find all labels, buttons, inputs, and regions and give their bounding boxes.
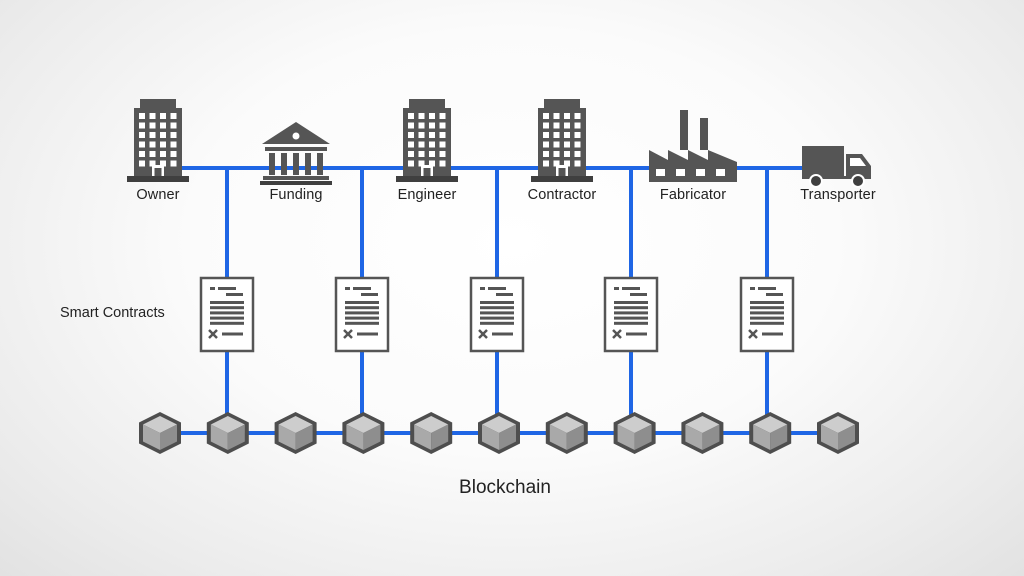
smart-contracts: [199, 276, 795, 353]
bank-icon-funding: [260, 122, 332, 185]
block-cube-icon-6: [478, 412, 520, 454]
blockchain-label: Blockchain: [459, 477, 551, 498]
participant-label-funding: Funding: [269, 187, 323, 203]
participant-label-engineer: Engineer: [397, 187, 457, 203]
participant-icons: [127, 99, 871, 188]
block-cube-icon-11: [817, 412, 859, 454]
office-building-icon-contractor: [531, 99, 593, 182]
contract-document-icon-4: [603, 276, 659, 353]
office-building-icon-engineer: [396, 99, 458, 182]
participant-label-contractor: Contractor: [527, 187, 597, 203]
office-building-icon-owner: [127, 99, 189, 182]
block-cube-icon-2: [206, 412, 249, 454]
participant-label-fabricator: Fabricator: [659, 187, 727, 203]
block-cube-icon-9: [681, 412, 724, 454]
block-cube-icon-8: [613, 412, 656, 454]
factory-icon-fabricator: [649, 110, 737, 182]
block-cube-icon-3: [274, 412, 317, 454]
contract-document-icon-2: [334, 276, 390, 353]
block-cube-icon-1: [139, 412, 181, 454]
contract-document-icon-1: [199, 276, 255, 353]
contract-document-icon-5: [739, 276, 795, 353]
smart-contracts-label: Smart Contracts: [60, 305, 165, 321]
blockchain-blocks: [139, 412, 859, 454]
participant-label-transporter: Transporter: [800, 187, 876, 203]
block-cube-icon-10: [749, 412, 792, 454]
contract-document-icon-3: [469, 276, 525, 353]
block-cube-icon-7: [545, 412, 588, 454]
participant-label-owner: Owner: [136, 187, 180, 203]
block-cube-icon-5: [410, 412, 453, 454]
truck-icon-transporter: [802, 146, 871, 188]
block-cube-icon-4: [342, 412, 385, 454]
